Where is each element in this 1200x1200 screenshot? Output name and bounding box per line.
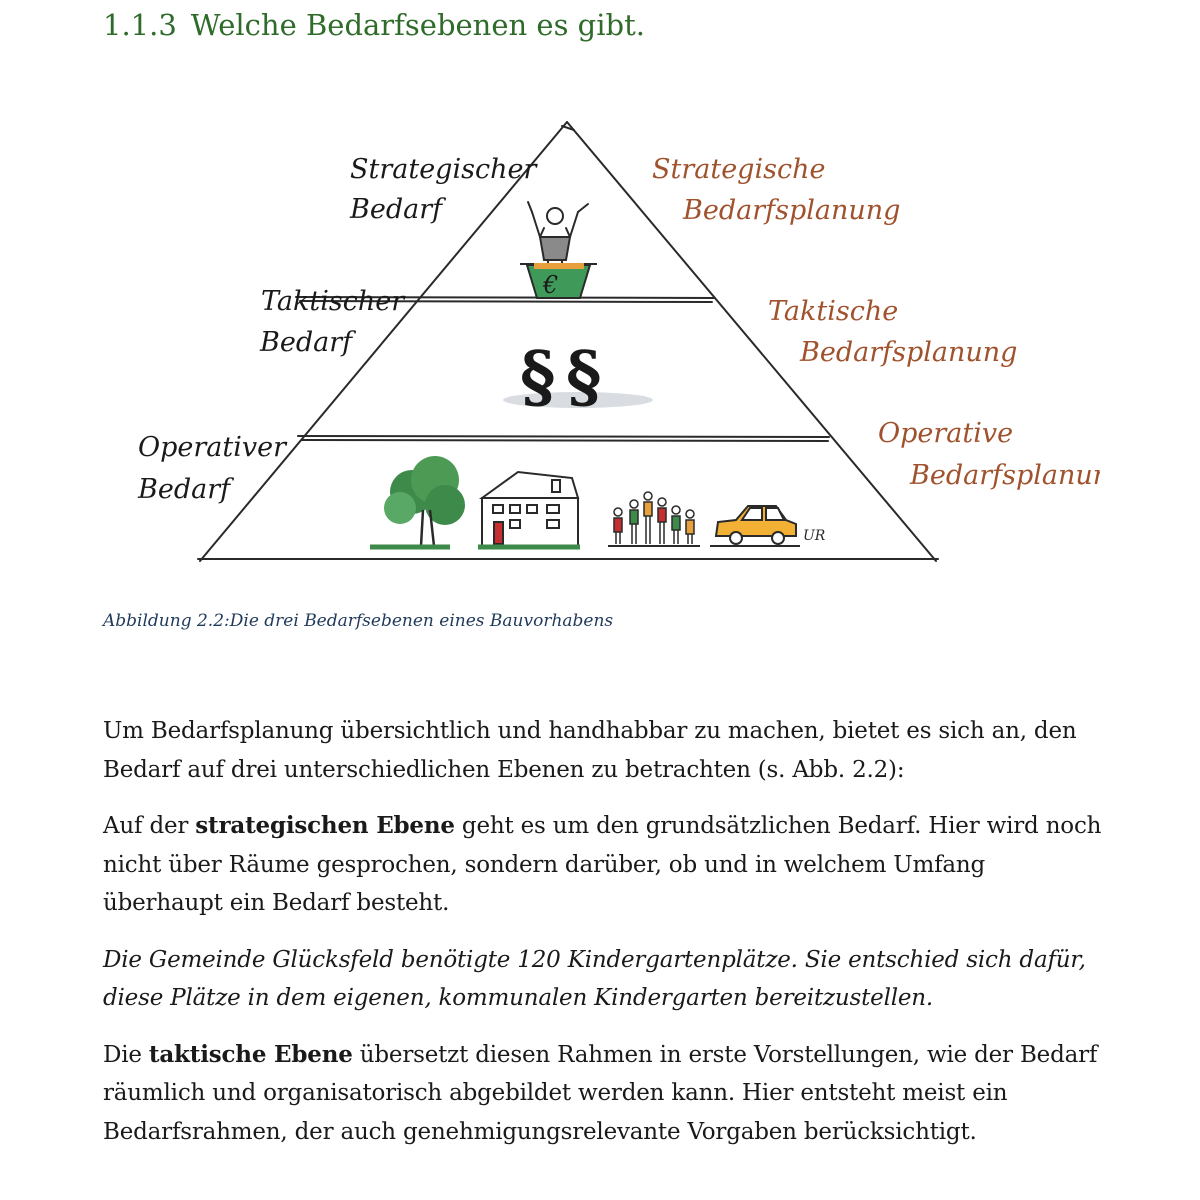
paragraph-tactical-post: übersetzt diesen Rahmen in erste Vorstel… — [103, 1041, 1098, 1145]
paragraph-strategic-pre: Auf der — [103, 813, 196, 839]
caption-text: Die drei Bedarfsebenen eines Bauvorhaben… — [229, 611, 614, 631]
body-text: Um Bedarfsplanung übersichtlich und hand… — [103, 712, 1103, 1169]
paragraph-strategic-post: geht es um den grundsätzlichen Bedarf. H… — [103, 813, 1102, 916]
house-icon — [478, 470, 580, 550]
right-label-strategic-1: Strategische — [652, 154, 825, 185]
euro-basket-icon: € — [520, 263, 597, 299]
signature: UR — [803, 528, 826, 544]
section-heading: 1.1.3 Welche Bedarfsebenen es gibt. — [103, 8, 645, 42]
right-label-operative-1: Operative — [878, 418, 1013, 449]
left-labels: Strategischer Bedarf Taktischer Bedarf O… — [137, 154, 538, 505]
left-label-tactical-1: Taktischer — [261, 286, 406, 317]
left-label-operative-2: Bedarf — [137, 474, 234, 505]
tactical-level-term: taktische Ebene — [148, 1040, 353, 1068]
caption-label: Abbildung 2.2: — [103, 611, 230, 631]
left-label-strategic-2: Bedarf — [349, 194, 446, 225]
section-number: 1.1.3 — [103, 8, 177, 42]
right-label-tactical-2: Bedarfsplanung — [799, 337, 1017, 368]
paragraph-tactical-pre: Die — [103, 1041, 149, 1068]
left-label-tactical-2: Bedarf — [259, 327, 356, 358]
left-label-strategic-1: Strategischer — [350, 154, 538, 185]
right-label-tactical-1: Taktische — [768, 296, 898, 327]
figure-caption: Abbildung 2.2:Die drei Bedarfsebenen ein… — [103, 611, 613, 631]
pyramid-figure: € § § — [100, 100, 1100, 590]
paragraph-symbol-1: § — [520, 337, 556, 417]
paragraph-symbol-2: § — [566, 337, 602, 417]
paragraph-intro: Um Bedarfsplanung übersichtlich und hand… — [103, 718, 1077, 783]
person-icon — [527, 201, 589, 269]
pyramid-outline — [197, 121, 939, 562]
people-group-icon — [608, 491, 700, 547]
example-paragraph: Die Gemeinde Glücksfeld benötigte 120 Ki… — [103, 946, 1086, 1012]
paragraph-strategic: Auf der strategischen Ebene geht es um d… — [103, 807, 1103, 923]
euro-symbol: € — [542, 271, 558, 299]
section-title: Welche Bedarfsebenen es gibt. — [190, 8, 645, 42]
right-labels: Strategische Bedarfsplanung Taktische Be… — [652, 154, 1100, 491]
paragraph-tactical: Die taktische Ebene übersetzt diesen Rah… — [103, 1036, 1103, 1152]
car-icon — [710, 505, 800, 547]
strategic-level-term: strategischen Ebene — [195, 812, 455, 839]
right-label-operative-2: Bedarfsplanung — [909, 460, 1100, 491]
tree-icon — [370, 456, 465, 550]
left-label-operative-1: Operativer — [138, 432, 288, 463]
right-label-strategic-2: Bedarfsplanung — [682, 195, 900, 226]
pyramid-illustration: € § § — [137, 121, 1100, 562]
paragraph-icon: § § — [503, 337, 653, 417]
